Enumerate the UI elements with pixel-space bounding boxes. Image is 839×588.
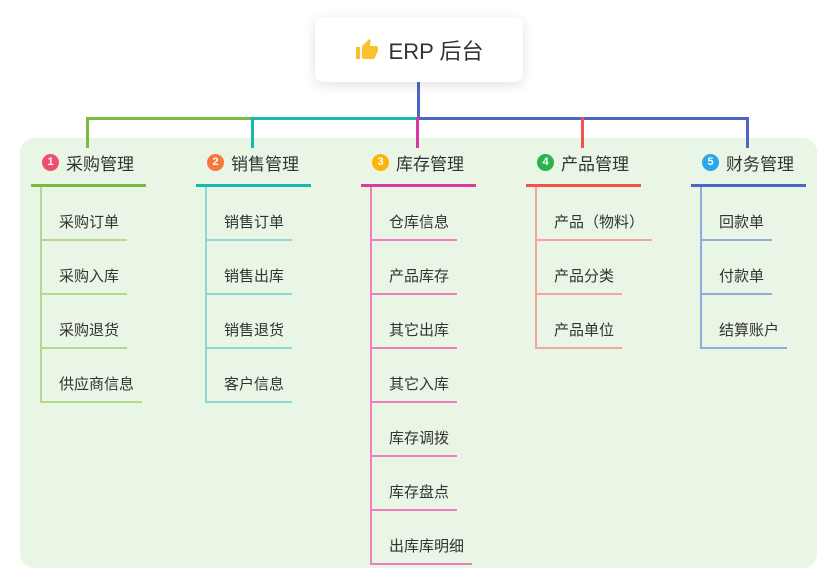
mindmap-node[interactable]: 付款单	[700, 241, 806, 295]
branch-sales-management: 2 销售管理 销售订单 销售出库 销售退货 客户信息	[196, 148, 311, 403]
branch-drop-line	[746, 117, 749, 148]
mindmap-node[interactable]: 出库库明细	[370, 511, 476, 565]
mindmap-node[interactable]: 客户信息	[205, 349, 311, 403]
branch-drop-line	[581, 117, 584, 148]
branch-finance-management: 5 财务管理 回款单 付款单 结算账户	[691, 148, 806, 349]
branch-title-node[interactable]: 4 产品管理	[526, 148, 641, 187]
branch-product-management: 4 产品管理 产品（物料） 产品分类 产品单位	[526, 148, 653, 349]
branch-sub-list: 仓库信息 产品库存 其它出库 其它入库 库存调拨 库存盘点 出库库明细	[370, 187, 476, 565]
mindmap-node[interactable]: 结算账户	[700, 295, 806, 349]
mindmap-node[interactable]: 其它出库	[370, 295, 476, 349]
mindmap-node[interactable]: 仓库信息	[370, 187, 476, 241]
branch-number-badge: 4	[537, 154, 554, 171]
branch-sub-list: 销售订单 销售出库 销售退货 客户信息	[205, 187, 311, 403]
mindmap-node[interactable]: 产品（物料）	[535, 187, 653, 241]
mindmap-node[interactable]: 回款单	[700, 187, 806, 241]
mindmap-node[interactable]: 销售退货	[205, 295, 311, 349]
branch-number-badge: 1	[42, 154, 59, 171]
mindmap-node[interactable]: 产品分类	[535, 241, 641, 295]
branch-drop-line	[416, 117, 419, 148]
branch-inventory-management: 3 库存管理 仓库信息 产品库存 其它出库 其它入库 库存调拨 库存盘点 出库库…	[361, 148, 476, 565]
branch-title-label: 采购管理	[66, 155, 134, 174]
branch-sub-list: 回款单 付款单 结算账户	[700, 187, 806, 349]
branch-drop-line	[251, 117, 254, 148]
branch-number-badge: 3	[372, 154, 389, 171]
mindmap-node[interactable]: 采购退货	[40, 295, 146, 349]
mindmap-node[interactable]: 销售出库	[205, 241, 311, 295]
branch-drop-line	[86, 117, 89, 148]
root-stem-line	[417, 82, 420, 118]
branch-number-badge: 5	[702, 154, 719, 171]
branch-title-label: 库存管理	[396, 155, 464, 174]
mindmap-node[interactable]: 供应商信息	[40, 349, 146, 403]
branch-sub-list: 产品（物料） 产品分类 产品单位	[535, 187, 653, 349]
mindmap-node[interactable]: 采购入库	[40, 241, 146, 295]
mindmap-node[interactable]: 产品单位	[535, 295, 641, 349]
mindmap-node[interactable]: 产品库存	[370, 241, 476, 295]
branches-panel	[20, 138, 817, 568]
branch-title-node[interactable]: 1 采购管理	[31, 148, 146, 187]
root-node[interactable]: ERP 后台	[315, 17, 523, 82]
branch-title-node[interactable]: 2 销售管理	[196, 148, 311, 187]
branch-title-label: 产品管理	[561, 155, 629, 174]
branch-number-badge: 2	[207, 154, 224, 171]
branch-title-label: 财务管理	[726, 155, 794, 174]
mindmap-node[interactable]: 库存盘点	[370, 457, 476, 511]
mindmap-node[interactable]: 销售订单	[205, 187, 311, 241]
thumbs-up-icon	[355, 38, 379, 62]
root-node-label: ERP 后台	[388, 38, 484, 64]
branch-purchase-management: 1 采购管理 采购订单 采购入库 采购退货 供应商信息	[31, 148, 146, 403]
branch-title-node[interactable]: 5 财务管理	[691, 148, 806, 187]
bus-line-left	[87, 117, 253, 120]
mindmap-node[interactable]: 采购订单	[40, 187, 146, 241]
branch-sub-list: 采购订单 采购入库 采购退货 供应商信息	[40, 187, 146, 403]
mindmap-node[interactable]: 库存调拨	[370, 403, 476, 457]
mindmap-node[interactable]: 其它入库	[370, 349, 476, 403]
branch-title-node[interactable]: 3 库存管理	[361, 148, 476, 187]
branch-title-label: 销售管理	[231, 155, 299, 174]
bus-line-mid	[253, 117, 418, 120]
